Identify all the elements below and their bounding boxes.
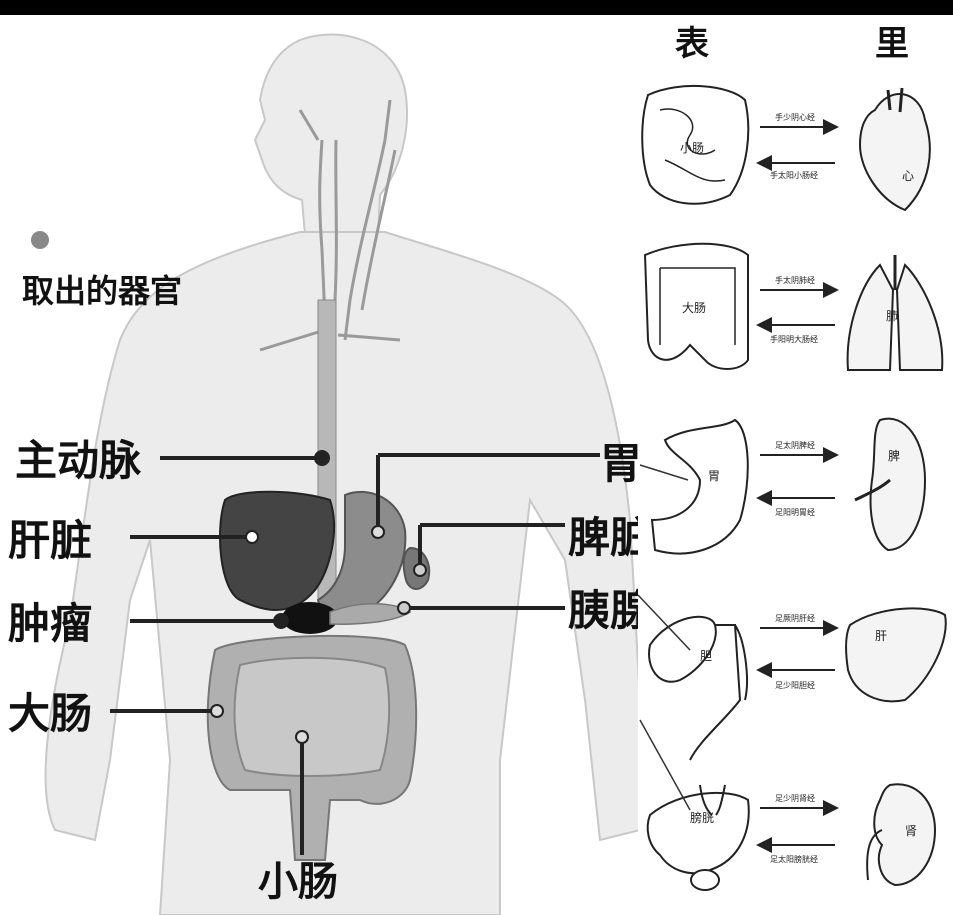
- label-tumor: 肿瘤: [8, 599, 92, 648]
- spleen-label: 脾: [888, 448, 900, 463]
- meridian-bladder: 足太阳膀胱经: [770, 854, 818, 864]
- kidney-label: 肾: [905, 824, 917, 838]
- meridian-lung: 手太阴肺经: [775, 275, 815, 285]
- meridian-kidney: 足少阴肾经: [775, 793, 815, 803]
- meridian-liver: 足厥阴肝经: [775, 613, 815, 623]
- heart-label: 心: [902, 169, 914, 183]
- header-exterior: 表: [675, 24, 709, 64]
- large-intestine-label: 大肠: [682, 301, 706, 315]
- label-small-intestine: 小肠: [258, 858, 338, 905]
- meridian-stomach: 足阳明胃经: [775, 507, 815, 517]
- gallbladder-label: 胆: [700, 649, 712, 663]
- left-title: 取出的器官: [22, 272, 182, 310]
- meridian-large-intestine: 手阳明大肠经: [770, 334, 818, 344]
- label-large-intestine: 大肠: [8, 689, 92, 738]
- label-aorta: 主动脉: [15, 436, 142, 485]
- stomach-label: 胃: [708, 469, 720, 483]
- lung-label: 肺: [886, 309, 898, 323]
- label-stomach: 胃: [600, 439, 642, 488]
- meridian-gallbladder: 足少阳胆经: [775, 680, 815, 690]
- small-intestine-shape: [235, 658, 390, 776]
- meridian-heart: 手少阴心经: [775, 112, 815, 122]
- meridian-small-intestine: 手太阳小肠经: [770, 170, 818, 180]
- title-bullet-dot: [31, 231, 49, 249]
- bladder-label: 膀胱: [690, 810, 714, 825]
- meridian-spleen: 足太阴脾经: [775, 440, 815, 450]
- header-interior: 里: [875, 24, 909, 64]
- liver-label: 肝: [875, 629, 887, 643]
- label-liver: 肝脏: [8, 516, 92, 565]
- small-intestine-label: 小肠: [680, 141, 704, 155]
